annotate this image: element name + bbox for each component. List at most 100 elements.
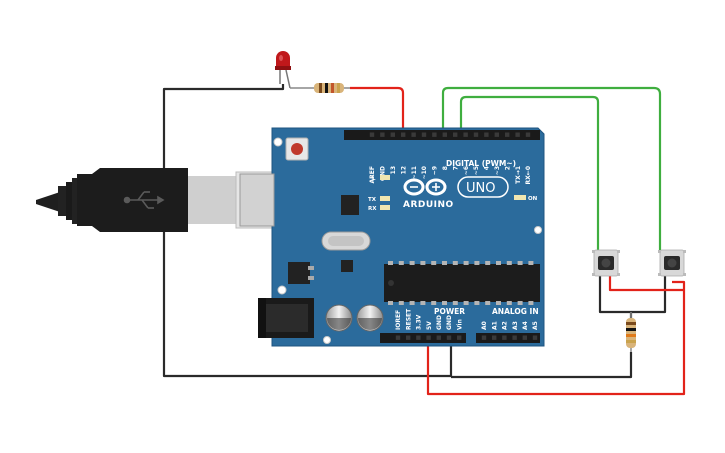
header-pin[interactable] xyxy=(426,335,431,340)
wire-btn-link[interactable] xyxy=(608,276,684,292)
arduino-logo-icon xyxy=(403,178,447,196)
header-pin[interactable] xyxy=(369,132,375,137)
pin-label: 2 xyxy=(504,166,511,170)
wire-led-gnd[interactable] xyxy=(162,84,453,378)
chip-regulator xyxy=(288,262,310,284)
led-label-l: L xyxy=(372,176,376,182)
header-pin[interactable] xyxy=(395,335,401,340)
brand-label: ARDUINO xyxy=(403,200,454,210)
power-header xyxy=(380,333,466,343)
pin-label: A5 xyxy=(532,321,539,330)
led-label-on: ON xyxy=(528,196,538,202)
wire-resistor-pin12[interactable] xyxy=(350,86,405,138)
pin-label: AREF xyxy=(369,166,376,183)
usb-port xyxy=(239,173,275,227)
header-pin[interactable] xyxy=(484,132,489,137)
analog-header xyxy=(476,333,540,343)
pin-label: ~6 xyxy=(463,166,470,175)
header-pin[interactable] xyxy=(421,132,427,137)
header-pin[interactable] xyxy=(505,132,510,137)
led-icon[interactable] xyxy=(275,51,291,89)
header-pin[interactable] xyxy=(406,335,411,340)
capacitor-2 xyxy=(356,304,384,332)
pin-label: 8 xyxy=(442,166,449,170)
pin-label: 12 xyxy=(400,166,407,174)
pushbutton-icon-2[interactable] xyxy=(658,249,686,277)
pin-label: 13 xyxy=(390,166,397,174)
pin-label: Vin xyxy=(456,319,463,330)
header-pin[interactable] xyxy=(492,335,497,340)
header-pin[interactable] xyxy=(463,132,468,137)
pin-label: 7 xyxy=(452,166,459,170)
wire-pin7-btn1[interactable] xyxy=(459,95,600,252)
pin-label: ~5 xyxy=(473,166,480,175)
header-pin[interactable] xyxy=(481,335,487,340)
wires xyxy=(162,84,686,396)
pushbutton-icon-1[interactable] xyxy=(592,249,620,277)
pin-label: 5V xyxy=(426,321,433,330)
usb-cable-icon[interactable] xyxy=(36,168,275,232)
pin-label: A4 xyxy=(522,321,529,330)
chip-u3 xyxy=(341,195,359,215)
pin-label: RESET xyxy=(405,308,412,330)
capacitor-1 xyxy=(325,304,353,332)
header-pin[interactable] xyxy=(432,132,437,137)
header-pin[interactable] xyxy=(436,335,441,340)
model-badge: UNO xyxy=(457,176,509,198)
pin-label: TX→1 xyxy=(515,166,522,184)
header-pin[interactable] xyxy=(401,132,406,137)
pin-label: A1 xyxy=(491,321,498,330)
usb-symbol-icon xyxy=(123,191,165,209)
header-pin[interactable] xyxy=(515,132,520,137)
resistor-icon-pulldown[interactable] xyxy=(626,312,636,352)
header-pin[interactable] xyxy=(390,132,395,137)
header-pin[interactable] xyxy=(442,132,447,137)
wire-resistor-gnd[interactable] xyxy=(451,352,633,379)
header-pin[interactable] xyxy=(532,335,538,340)
pin-label: 4 xyxy=(484,166,491,170)
header-pin[interactable] xyxy=(380,132,385,137)
analog-header-label: ANALOG IN xyxy=(492,307,539,316)
pin-label: ~3 xyxy=(494,166,501,175)
pin-label: GND xyxy=(436,315,443,330)
led-label-tx: TX xyxy=(368,197,377,203)
wire-5v-buttons[interactable] xyxy=(426,280,686,396)
pin-label: GND xyxy=(446,315,453,330)
header-pin[interactable] xyxy=(473,132,479,137)
pin-label: 3.3V xyxy=(416,314,423,330)
header-pin[interactable] xyxy=(525,132,531,137)
header-pin[interactable] xyxy=(411,132,416,137)
header-pin[interactable] xyxy=(416,335,421,340)
header-pin[interactable] xyxy=(512,335,517,340)
header-pin[interactable] xyxy=(494,132,499,137)
status-leds: L TX RX ON xyxy=(368,175,538,212)
pin-label: ~10 xyxy=(421,166,428,179)
resistor-icon[interactable] xyxy=(290,83,350,93)
header-pin[interactable] xyxy=(457,335,462,340)
header-pin[interactable] xyxy=(522,335,527,340)
pin-label: ~9 xyxy=(432,166,439,175)
digital-header xyxy=(344,130,540,140)
header-pin[interactable] xyxy=(446,335,452,340)
microcontroller-chip xyxy=(384,261,540,305)
pin-label: A0 xyxy=(481,321,488,330)
header-pin[interactable] xyxy=(453,132,458,137)
reset-button[interactable] xyxy=(285,137,309,161)
crystal-oscillator xyxy=(321,231,371,251)
header-pin[interactable] xyxy=(502,335,507,340)
wire-btn2-gnd[interactable] xyxy=(631,276,667,314)
pin-label: ~11 xyxy=(411,166,418,179)
pin-label: RX←0 xyxy=(525,166,532,184)
wire-btn-gnd[interactable] xyxy=(598,276,633,318)
pin-label: A3 xyxy=(512,321,519,330)
power-jack[interactable] xyxy=(258,298,314,338)
wire-pin8-btn2[interactable] xyxy=(441,86,662,252)
chip-small xyxy=(341,260,353,272)
digital-header-label: DIGITAL (PWM~) xyxy=(446,159,516,168)
pin-label: GND xyxy=(380,166,387,181)
